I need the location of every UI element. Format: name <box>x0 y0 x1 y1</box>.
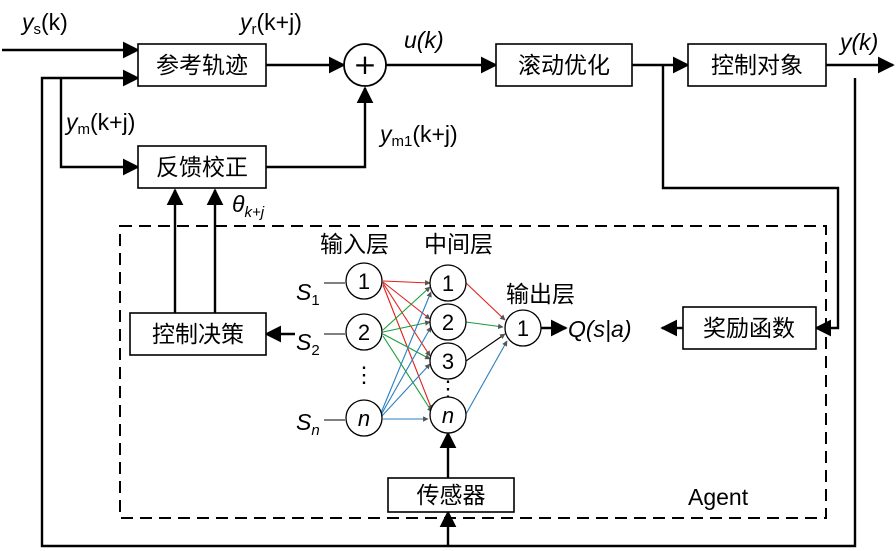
svg-text:1: 1 <box>517 316 529 341</box>
block-rolling: 滚动优化 <box>495 43 633 87</box>
input-node-n: n <box>345 399 383 437</box>
block-reward-label: 奖励函数 <box>703 316 795 342</box>
nn-connections <box>324 280 508 422</box>
block-reference-label: 参考轨迹 <box>156 53 248 79</box>
signal-theta: θk+j <box>232 191 265 221</box>
block-sensor-label: 传感器 <box>417 483 486 509</box>
hidden-node-n: n <box>429 396 467 434</box>
block-decision-label: 控制决策 <box>152 322 244 348</box>
block-reward: 奖励函数 <box>682 306 817 350</box>
signal-yr: yr(k+j) <box>238 9 302 38</box>
input-label-s1: S1 <box>296 279 320 309</box>
svg-text:2: 2 <box>358 320 370 345</box>
svg-text:1: 1 <box>358 269 370 294</box>
hidden-node-2: 2 <box>429 303 467 341</box>
block-feedback: 反馈校正 <box>137 145 267 189</box>
input-node-1: 1 <box>345 262 383 300</box>
signal-y: y(k) <box>838 29 878 55</box>
signal-ym1: ym1(k+j) <box>378 121 458 150</box>
block-plant-label: 控制对象 <box>711 53 803 79</box>
block-sensor: 传感器 <box>387 477 515 513</box>
block-plant: 控制对象 <box>687 43 827 87</box>
signal-ys: ys(k) <box>20 9 68 38</box>
hidden-node-3: 3 <box>429 342 467 380</box>
block-feedback-label: 反馈校正 <box>156 155 248 181</box>
sum-symbol: + <box>353 48 376 81</box>
hidden-ellipsis: ⋮ <box>437 376 459 401</box>
svg-text:2: 2 <box>442 310 454 335</box>
signal-ym: ym(k+j) <box>64 109 135 138</box>
output-layer-label: 输出层 <box>506 282 575 308</box>
svg-text:n: n <box>358 406 370 431</box>
sum-junction: + <box>343 43 387 87</box>
svg-text:n: n <box>442 403 454 428</box>
hidden-layer-label: 中间层 <box>424 232 493 258</box>
output-node: 1 <box>504 309 542 347</box>
block-rolling-label: 滚动优化 <box>518 53 610 79</box>
input-node-2: 2 <box>345 313 383 351</box>
svg-text:1: 1 <box>442 271 454 296</box>
agent-frame <box>119 225 827 519</box>
hidden-node-1: 1 <box>429 264 467 302</box>
wires <box>2 41 895 548</box>
block-reference: 参考轨迹 <box>137 43 267 87</box>
svg-text:3: 3 <box>442 349 454 374</box>
block-decision: 控制决策 <box>129 312 267 356</box>
signal-u: u(k) <box>404 27 444 53</box>
input-label-s2: S2 <box>296 329 320 359</box>
input-ellipsis: ⋮ <box>353 362 375 387</box>
agent-label: Agent <box>688 484 749 510</box>
input-layer-label: 输入层 <box>320 232 389 258</box>
input-label-sn: Sn <box>296 409 320 439</box>
signal-q: Q(s|a) <box>568 316 631 342</box>
